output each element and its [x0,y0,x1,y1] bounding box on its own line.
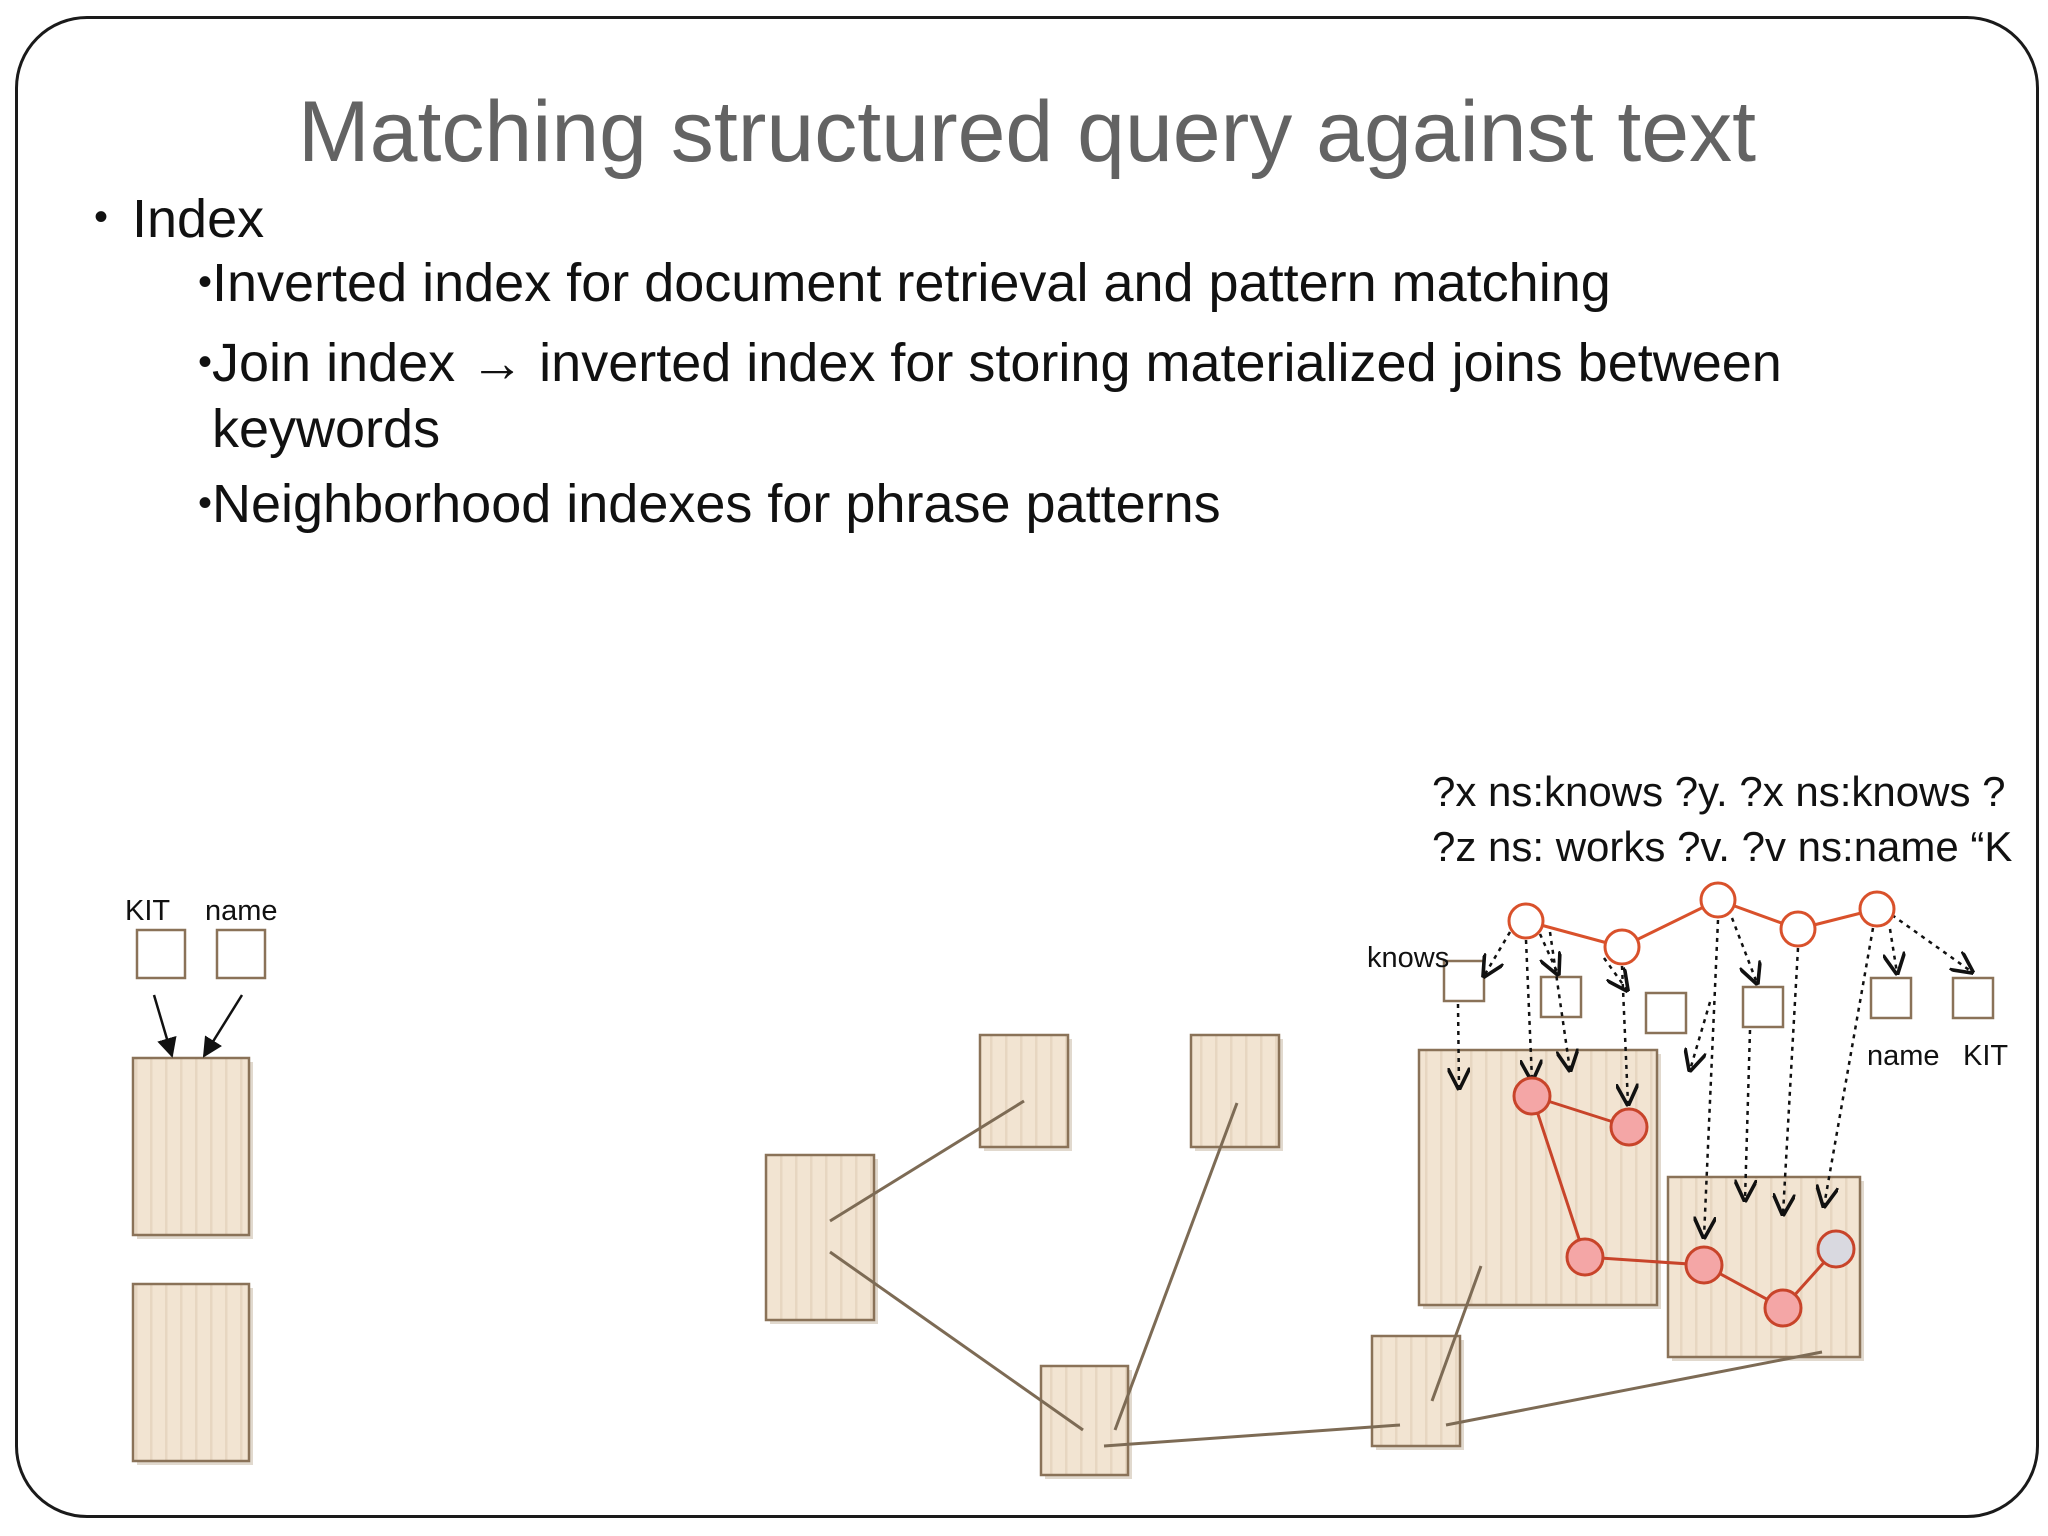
bullet-neighborhood-indexes: Neighborhood indexes for phrase patterns [212,474,1221,534]
bullet-marker: • [198,481,213,525]
document-link [1113,1102,1239,1431]
bullet-join-index: Join index → inverted index for storing … [212,333,1782,393]
query-line-1: ?x ns:knows ?y. ?x ns:knows ? [1432,768,2005,815]
bullet-index: Index [132,189,265,249]
right-label-knows: knows [1367,942,1449,974]
matched-node [1565,1237,1605,1277]
matched-subgraph [1512,1076,1856,1328]
unmatched-node [1816,1229,1856,1269]
pointer-arrow [1783,947,1800,1214]
query-line-2: ?z ns: works ?v. ?v ns:name “K [1432,823,2012,870]
document-box [978,1033,1070,1149]
index-arrow [202,994,244,1058]
bullet-join-index-continuation: keywords [212,399,441,459]
bullet-marker: • [94,195,109,239]
pointer-arrow [1890,928,1897,973]
document-box [1189,1033,1281,1149]
query-node [1779,910,1817,948]
document-link [1445,1350,1823,1427]
bullet-marker: • [198,260,213,304]
document-box [764,1153,876,1322]
match-edge [1530,1095,1587,1258]
document-box [131,1056,251,1237]
query-node [1858,890,1896,928]
matched-node [1512,1076,1552,1116]
left-label-kit: KIT [125,895,170,927]
left-label-name: name [205,895,278,927]
pointer-arrow [1704,919,1720,1237]
query-graph [1507,881,1896,966]
index-pointer-arrows [152,913,1972,1237]
query-node [1507,902,1545,940]
index-cell [215,928,267,980]
pointer-arrow [1745,1029,1750,1200]
slide-title: Matching structured query against text [298,84,1756,180]
document-boxes [131,928,1995,1479]
document-link [829,1250,1084,1432]
pointer-arrow [1891,913,1972,972]
pointer-arrow [1602,957,1627,990]
document-box [1370,1334,1462,1448]
query-node [1603,928,1641,966]
document-links [829,1099,1823,1448]
diagram-labels: ?x ns:knows ?y. ?x ns:knows ? ?z ns: wor… [125,768,2012,1072]
index-cell [1869,976,1913,1020]
pointer-arrow [1484,931,1512,976]
index-cell [1644,991,1688,1035]
index-cell [1951,976,1995,1020]
index-cell [1442,959,1486,1003]
document-box [1039,1364,1130,1477]
matched-node [1763,1288,1803,1328]
matched-node [1609,1107,1649,1147]
match-edge [1584,1247,1838,1310]
document-box [131,1282,251,1463]
right-label-kit: KIT [1963,1040,2008,1072]
query-node [1699,881,1737,919]
right-label-name: name [1867,1040,1940,1072]
bullet-inverted-index: Inverted index for document retrieval an… [212,253,1611,313]
pointer-arrow [1690,1001,1712,1070]
index-cell [135,928,187,980]
pointer-arrow [1824,927,1875,1206]
slide-frame: Matching structured query against text •… [15,16,2039,1518]
index-cell [1539,975,1583,1019]
document-link [1103,1423,1401,1448]
pointer-arrow [1730,917,1757,983]
document-link [1430,1265,1483,1402]
bullet-marker: • [198,340,213,384]
index-arrow [152,994,177,1058]
pointer-arrow [1538,933,1558,974]
index-cell [1741,985,1785,1029]
document-link [829,1099,1025,1223]
matched-node [1684,1245,1724,1285]
